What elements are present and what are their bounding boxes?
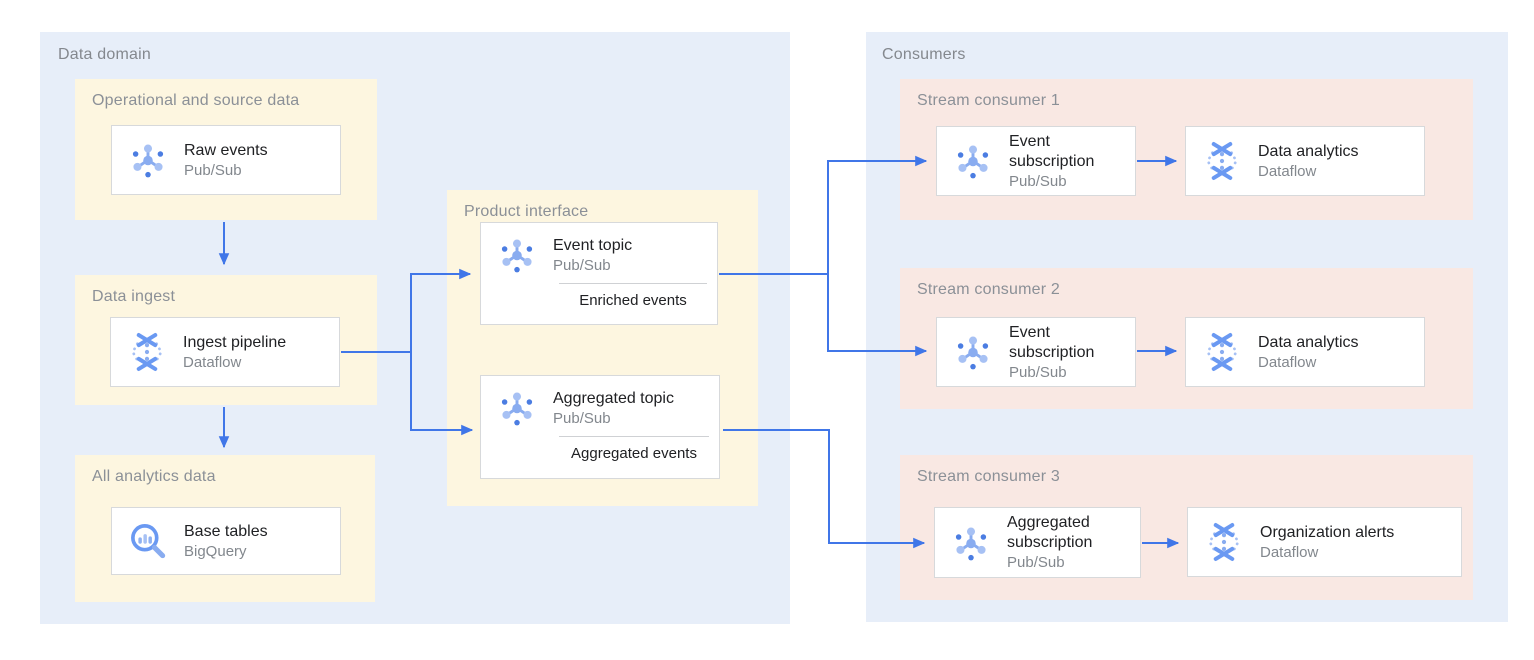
card-subtitle: Pub/Sub <box>1009 363 1067 381</box>
card-base-tables: Base tables BigQuery <box>111 507 341 575</box>
card-organization-alerts: Organization alerts Dataflow <box>1187 507 1462 577</box>
group-stream-consumer-2-label: Stream consumer 2 <box>917 281 1061 298</box>
card-tag: Enriched events <box>579 292 687 309</box>
dataflow-icon <box>125 330 169 374</box>
zone-consumers-label: Consumers <box>882 46 966 63</box>
card-title: Data analytics <box>1258 142 1359 160</box>
card-subtitle: Pub/Sub <box>553 256 611 274</box>
pubsub-icon <box>951 330 995 374</box>
card-title: Event subscription <box>1009 323 1095 361</box>
group-data-ingest-label: Data ingest <box>92 288 176 305</box>
card-title: Organization alerts <box>1260 523 1395 541</box>
card-data-analytics-2: Data analytics Dataflow <box>1185 317 1425 387</box>
dataflow-icon <box>1200 139 1244 183</box>
pubsub-icon <box>951 139 995 183</box>
group-all-analytics-label: All analytics data <box>92 468 216 485</box>
group-product-interface-label: Product interface <box>464 203 589 220</box>
pubsub-icon <box>126 138 170 182</box>
pubsub-icon <box>495 386 539 430</box>
card-subtitle: Dataflow <box>1258 162 1317 180</box>
dataflow-icon <box>1200 330 1244 374</box>
card-title: Event topic <box>553 236 633 254</box>
pubsub-icon <box>949 521 993 565</box>
group-stream-consumer-1: Stream consumer 1 Event subscription Pub… <box>900 79 1473 220</box>
dataflow-icon <box>1202 520 1246 564</box>
group-data-ingest: Data ingest Ingest pipeline Dataflow <box>75 275 377 405</box>
card-title: Aggregated subscription <box>1007 514 1093 551</box>
group-stream-consumer-2: Stream consumer 2 Event subscription Pub… <box>900 268 1473 409</box>
card-aggregated-topic: Aggregated topic Pub/Sub Aggregated even… <box>480 375 720 479</box>
group-product-interface: Product interface Event topic Pub/Sub En… <box>447 190 758 506</box>
card-raw-events: Raw events Pub/Sub <box>111 125 341 195</box>
card-title: Aggregated topic <box>553 389 674 407</box>
card-title: Event subscription <box>1009 132 1095 170</box>
zone-data-domain-label: Data domain <box>58 46 151 63</box>
card-subtitle: Dataflow <box>183 353 242 371</box>
card-title: Ingest pipeline <box>183 333 287 351</box>
card-subtitle: Pub/Sub <box>1007 554 1065 571</box>
card-event-subscription-1: Event subscription Pub/Sub <box>936 126 1136 196</box>
card-subtitle: Pub/Sub <box>553 409 611 427</box>
card-subtitle: Dataflow <box>1258 353 1317 371</box>
zone-consumers: Consumers Stream consumer 1 Event subscr… <box>866 32 1508 622</box>
card-data-analytics-1: Data analytics Dataflow <box>1185 126 1425 196</box>
zone-data-domain: Data domain Operational and source data … <box>40 32 790 624</box>
card-subtitle: Dataflow <box>1260 543 1319 561</box>
group-stream-consumer-3-label: Stream consumer 3 <box>917 468 1061 485</box>
card-title: Data analytics <box>1258 333 1359 351</box>
card-subtitle: BigQuery <box>184 542 247 560</box>
group-operational-source-data: Operational and source data Raw events P… <box>75 79 377 220</box>
pubsub-icon <box>495 233 539 277</box>
divider <box>559 283 707 284</box>
card-subtitle: Pub/Sub <box>1009 172 1067 190</box>
group-operational-label: Operational and source data <box>92 92 300 109</box>
card-title: Base tables <box>184 522 268 540</box>
card-event-topic: Event topic Pub/Sub Enriched events <box>480 222 718 325</box>
card-event-subscription-2: Event subscription Pub/Sub <box>936 317 1136 387</box>
card-tag: Aggregated events <box>571 445 697 462</box>
bigquery-icon <box>126 519 170 563</box>
card-aggregated-subscription: Aggregated subscription Pub/Sub <box>934 507 1141 578</box>
card-subtitle: Pub/Sub <box>184 161 242 179</box>
group-stream-consumer-3: Stream consumer 3 Aggregated subscriptio… <box>900 455 1473 600</box>
group-stream-consumer-1-label: Stream consumer 1 <box>917 92 1061 109</box>
divider <box>559 436 709 437</box>
card-ingest-pipeline: Ingest pipeline Dataflow <box>110 317 340 387</box>
group-all-analytics-data: All analytics data Base tables BigQuery <box>75 455 375 602</box>
card-title: Raw events <box>184 141 268 159</box>
